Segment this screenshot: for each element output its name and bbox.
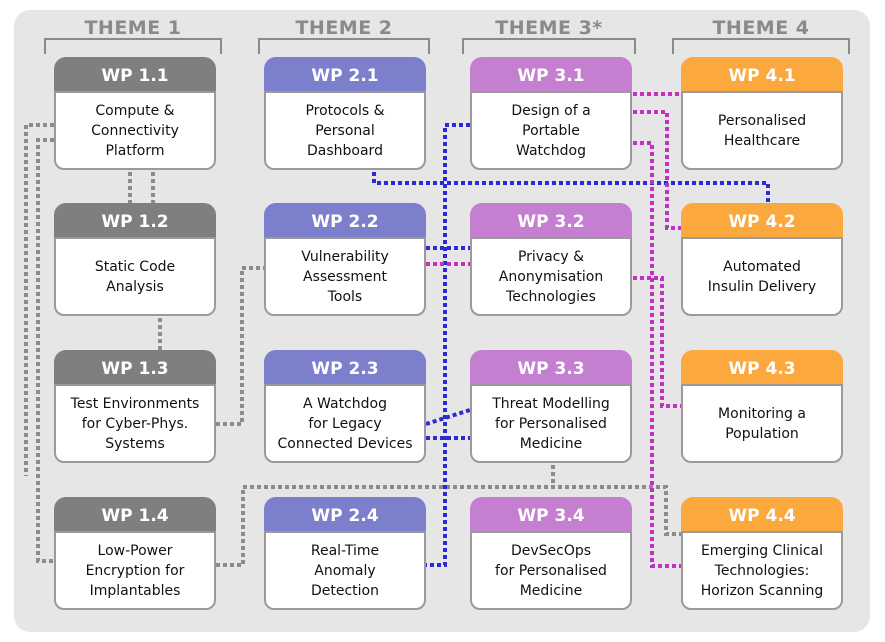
theme-title: THEME 3* (495, 17, 603, 39)
work-package-id: WP 3.1 (470, 57, 632, 97)
work-package-id: WP 2.3 (264, 350, 426, 390)
work-package-id: WP 1.4 (54, 497, 216, 537)
work-package-id: WP 4.4 (681, 497, 843, 537)
work-package-title: Test Environments for Cyber-Phys. System… (54, 384, 216, 463)
blue-dependency-link (426, 123, 470, 567)
work-package-id: WP 2.2 (264, 203, 426, 243)
work-package-id: WP 1.3 (54, 350, 216, 390)
work-package-title: Threat Modelling for Personalised Medici… (470, 384, 632, 463)
work-package-title: Privacy & Anonymisation Technologies (470, 237, 632, 316)
work-package-title: Static Code Analysis (54, 237, 216, 316)
work-package-title: Automated Insulin Delivery (681, 237, 843, 316)
work-package-id: WP 4.3 (681, 350, 843, 390)
work-package-id: WP 4.2 (681, 203, 843, 243)
work-package-title: A Watchdog for Legacy Connected Devices (264, 384, 426, 463)
work-package-title: Vulnerability Assessment Tools (264, 237, 426, 316)
blue-dependency-link (425, 408, 471, 426)
work-package-title: DevSecOps for Personalised Medicine (470, 531, 632, 610)
grey-dependency-link (216, 266, 264, 426)
work-package-id: WP 1.2 (54, 203, 216, 243)
work-package-title: Monitoring a Population (681, 384, 843, 463)
theme-title: THEME 2 (295, 17, 393, 39)
work-package-id: WP 3.2 (470, 203, 632, 243)
work-package-id: WP 2.4 (264, 497, 426, 537)
work-package-id: WP 3.4 (470, 497, 632, 537)
magenta-dependency-link (633, 110, 681, 230)
work-package-id: WP 4.1 (681, 57, 843, 97)
work-package-title: Design of a Portable Watchdog (470, 91, 632, 170)
theme-3-header: THEME 3* (462, 17, 636, 55)
work-package-title: Emerging Clinical Technologies: Horizon … (681, 531, 843, 610)
theme-title: THEME 4 (712, 17, 810, 39)
magenta-dependency-link (633, 276, 681, 408)
theme-bracket (258, 38, 430, 54)
theme-bracket (462, 38, 636, 54)
grey-dependency-link (36, 138, 54, 563)
theme-4-header: THEME 4 (672, 17, 850, 55)
blue-dependency-link (372, 172, 770, 203)
work-package-title: Personalised Healthcare (681, 91, 843, 170)
work-package-title: Real-Time Anomaly Detection (264, 531, 426, 610)
theme-title: THEME 1 (84, 17, 182, 39)
theme-bracket (672, 38, 850, 54)
theme-bracket (44, 38, 222, 54)
work-package-title: Compute & Connectivity Platform (54, 91, 216, 170)
magenta-dependency-link (633, 141, 681, 568)
work-package-id: WP 3.3 (470, 350, 632, 390)
theme-2-header: THEME 2 (258, 17, 430, 55)
work-package-title: Low-Power Encryption for Implantables (54, 531, 216, 610)
work-package-id: WP 2.1 (264, 57, 426, 97)
grey-dependency-link (216, 485, 681, 567)
grey-dependency-link (24, 123, 54, 476)
theme-1-header: THEME 1 (44, 17, 222, 55)
work-package-title: Protocols & Personal Dashboard (264, 91, 426, 170)
work-package-id: WP 1.1 (54, 57, 216, 97)
